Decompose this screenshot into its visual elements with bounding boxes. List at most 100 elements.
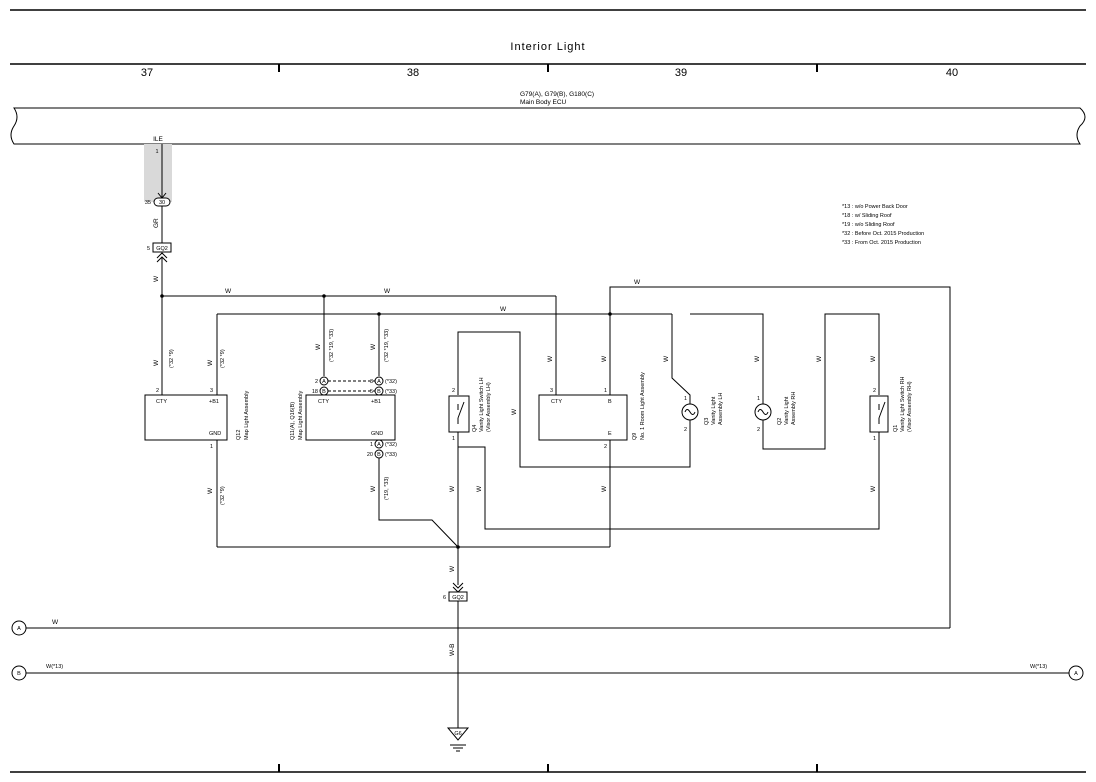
svg-text:35: 35 bbox=[145, 200, 151, 206]
ecu-name: Main Body ECU bbox=[520, 99, 567, 106]
svg-text:3: 3 bbox=[210, 388, 213, 394]
svg-text:1: 1 bbox=[370, 442, 373, 448]
svg-text:GR: GR bbox=[153, 218, 160, 228]
svg-text:B: B bbox=[377, 389, 381, 395]
wire-a-loop bbox=[609, 286, 951, 628]
ecu-terminal-shading bbox=[144, 144, 172, 202]
svg-text:3: 3 bbox=[370, 379, 373, 385]
svg-text:5: 5 bbox=[370, 389, 373, 395]
svg-text:W: W bbox=[663, 355, 670, 362]
svg-text:W: W bbox=[601, 485, 608, 492]
svg-text:CTY: CTY bbox=[156, 399, 167, 405]
svg-text:W: W bbox=[207, 487, 214, 494]
svg-text:Q11(A), Q16(B): Q11(A), Q16(B) bbox=[290, 402, 296, 440]
svg-text:+B1: +B1 bbox=[371, 399, 381, 405]
svg-text:30: 30 bbox=[159, 200, 165, 206]
svg-text:W: W bbox=[225, 288, 232, 295]
svg-text:Vanity Light Switch LH: Vanity Light Switch LH bbox=[479, 377, 485, 432]
diagram-title: Interior Light bbox=[510, 41, 585, 53]
svg-text:W: W bbox=[370, 485, 377, 492]
svg-text:20: 20 bbox=[367, 452, 373, 458]
svg-text:A: A bbox=[17, 626, 21, 632]
connector-gq2-top bbox=[152, 242, 172, 253]
main-body-ecu-block bbox=[10, 107, 1086, 145]
q9-room-light-assembly bbox=[538, 394, 628, 441]
q12-map-light-assembly bbox=[144, 394, 228, 441]
svg-text:2: 2 bbox=[684, 427, 687, 433]
svg-text:Q3: Q3 bbox=[704, 418, 710, 425]
svg-text:(*32): (*32) bbox=[385, 442, 397, 448]
svg-text:W: W bbox=[384, 288, 391, 295]
svg-text:Vanity Light: Vanity Light bbox=[711, 396, 717, 425]
svg-text:W: W bbox=[153, 359, 160, 366]
svg-text:Q4: Q4 bbox=[472, 425, 478, 432]
svg-text:W: W bbox=[816, 355, 823, 362]
svg-text:1: 1 bbox=[757, 396, 760, 402]
svg-text:Map Light Assembly: Map Light Assembly bbox=[244, 391, 250, 440]
offpage-connector-a-left bbox=[11, 620, 27, 636]
svg-text:W: W bbox=[511, 408, 518, 415]
svg-text:W: W bbox=[601, 355, 608, 362]
svg-text:(*32 *19, *33): (*32 *19, *33) bbox=[384, 329, 390, 362]
svg-text:W: W bbox=[449, 485, 456, 492]
offpage-connector-b-left bbox=[11, 665, 27, 681]
svg-text:+B1: +B1 bbox=[209, 399, 219, 405]
svg-text:5: 5 bbox=[147, 246, 150, 252]
svg-text:B: B bbox=[17, 671, 21, 677]
svg-text:(*33): (*33) bbox=[385, 452, 397, 458]
svg-text:W: W bbox=[207, 359, 214, 366]
svg-text:W(*13): W(*13) bbox=[46, 664, 63, 670]
svg-text:Assembly RH: Assembly RH bbox=[791, 392, 797, 425]
svg-text:(*32 *9): (*32 *9) bbox=[220, 486, 226, 505]
svg-text:Vanity Light Switch RH: Vanity Light Switch RH bbox=[900, 376, 906, 432]
svg-text:W: W bbox=[153, 275, 160, 282]
svg-text:1: 1 bbox=[452, 436, 455, 442]
svg-text:Q2: Q2 bbox=[777, 418, 783, 425]
svg-text:GND: GND bbox=[371, 431, 383, 437]
svg-text:A: A bbox=[377, 379, 381, 385]
svg-text:GQ2: GQ2 bbox=[156, 246, 168, 252]
svg-text:(*32 *9): (*32 *9) bbox=[220, 349, 226, 368]
svg-text:2: 2 bbox=[604, 444, 607, 450]
svg-text:Vanity Light: Vanity Light bbox=[784, 396, 790, 425]
q1-vanity-light-switch-rh bbox=[869, 395, 889, 433]
svg-text:2: 2 bbox=[156, 388, 159, 394]
svg-text:Q9: Q9 bbox=[632, 433, 638, 440]
legend-19: *19 : w/o Sliding Roof bbox=[842, 222, 895, 228]
svg-text:B: B bbox=[608, 399, 612, 405]
svg-text:W: W bbox=[500, 306, 507, 313]
svg-text:GQ2: GQ2 bbox=[452, 595, 464, 601]
svg-text:1: 1 bbox=[155, 149, 158, 155]
svg-text:W: W bbox=[315, 343, 322, 350]
grid-column-39: 39 bbox=[675, 67, 687, 79]
svg-text:A: A bbox=[377, 442, 381, 448]
svg-text:(*19, *33): (*19, *33) bbox=[384, 477, 390, 500]
svg-text:W: W bbox=[547, 355, 554, 362]
svg-text:W: W bbox=[370, 343, 377, 350]
svg-text:(*32): (*32) bbox=[385, 379, 397, 385]
grid-column-37: 37 bbox=[141, 67, 153, 79]
ecu-connectors: G79(A), G79(B), G180(C) bbox=[520, 91, 594, 98]
svg-text:1: 1 bbox=[873, 436, 876, 442]
svg-text:Assembly LH: Assembly LH bbox=[718, 393, 724, 425]
svg-text:A: A bbox=[322, 379, 326, 385]
svg-text:G6: G6 bbox=[454, 731, 461, 737]
offpage-connector-a-right bbox=[1068, 665, 1084, 681]
svg-text:E: E bbox=[608, 431, 612, 437]
svg-text:W: W bbox=[754, 355, 761, 362]
svg-text:6: 6 bbox=[443, 595, 446, 601]
svg-text:W: W bbox=[476, 485, 483, 492]
svg-text:2: 2 bbox=[452, 388, 455, 394]
svg-text:1: 1 bbox=[684, 396, 687, 402]
svg-text:Q1: Q1 bbox=[893, 425, 899, 432]
svg-text:W: W bbox=[52, 619, 59, 626]
ground-g6 bbox=[446, 727, 470, 741]
svg-text:B: B bbox=[377, 452, 381, 458]
ecu-terminal-ile: ILE bbox=[153, 136, 163, 143]
q11-map-light-assembly bbox=[305, 394, 396, 441]
svg-text:2: 2 bbox=[757, 427, 760, 433]
svg-text:18: 18 bbox=[312, 389, 318, 395]
svg-text:W-B: W-B bbox=[449, 643, 456, 656]
legend-13: *13 : w/o Power Back Door bbox=[842, 204, 908, 210]
svg-text:(*32 *9): (*32 *9) bbox=[169, 349, 175, 368]
